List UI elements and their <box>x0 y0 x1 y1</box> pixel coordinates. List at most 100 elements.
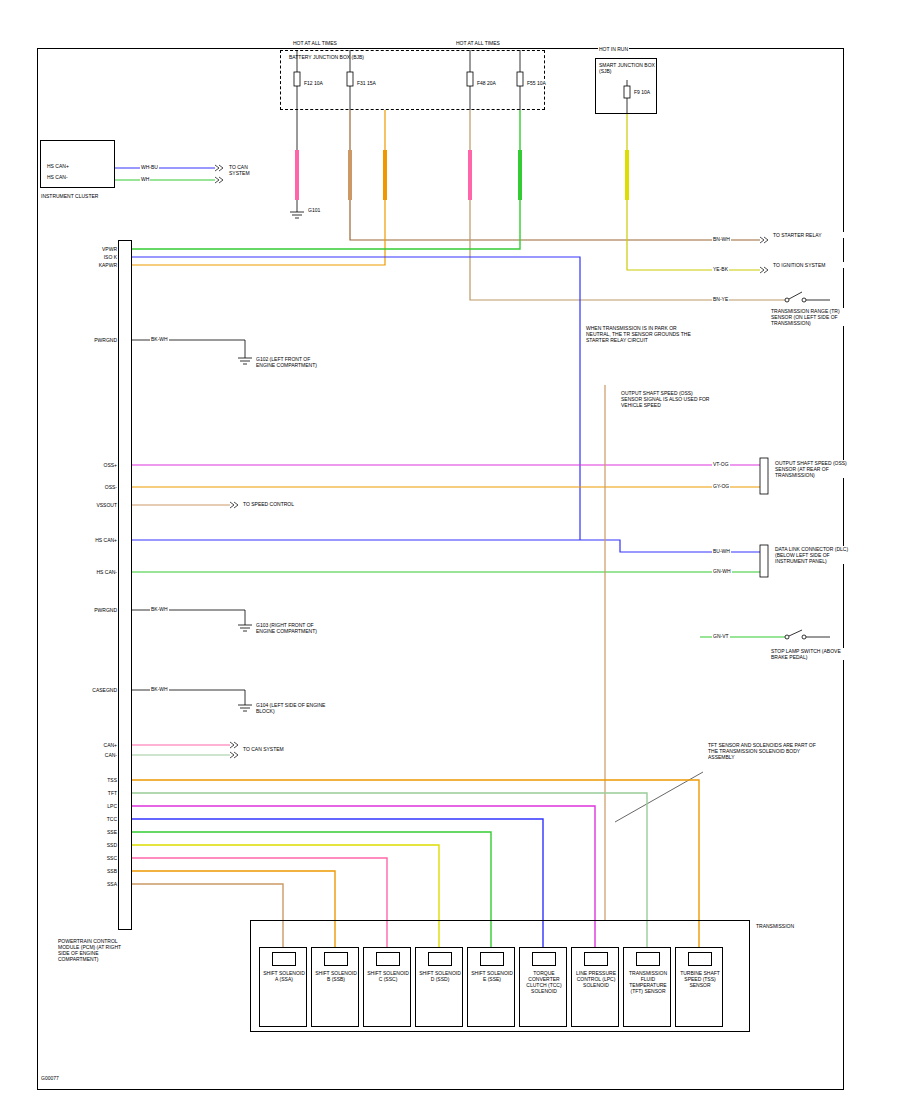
wire-label: TFT SENSOR AND SOLENOIDS ARE PART OF THE… <box>707 742 819 760</box>
wire-label: WH-BU <box>140 164 159 170</box>
symbol-outline <box>428 952 452 966</box>
wire-drawing <box>760 545 768 577</box>
wire-label: F31 15A <box>356 80 377 86</box>
pin-name: OSS- <box>78 484 118 490</box>
wire-label: BK-WH <box>150 606 169 612</box>
component-box: TRANSMISSION FLUID TEMPERATURE (TFT) SEN… <box>623 947 671 1027</box>
connector-chevrons <box>215 165 768 758</box>
symbol-outline <box>636 952 660 966</box>
wire-label: BK-WH <box>150 686 169 692</box>
node-label: SHIFT SOLENOID C (SSC) <box>365 970 411 982</box>
wire-label: STOP LAMP SWITCH (ABOVE BRAKE PEDAL) <box>770 648 857 660</box>
wire-drawing <box>789 292 802 299</box>
wire-drawing <box>802 298 806 302</box>
wire-label: F55 10A <box>526 80 547 86</box>
wire-drawing <box>132 754 230 755</box>
wire-label: TRANSMISSION RANGE (TR) SENSOR (ON LEFT … <box>770 308 862 326</box>
pin-name: VPWR <box>78 246 118 252</box>
wire-label: HS CAN- <box>46 174 69 180</box>
ground-symbols <box>238 212 304 711</box>
wire-label: TO STARTER RELAY <box>772 232 859 238</box>
symbol-outline <box>480 952 504 966</box>
wires <box>115 110 785 920</box>
node-label: TRANSMISSION FLUID TEMPERATURE (TFT) SEN… <box>625 970 671 994</box>
pin-name: PWRGND <box>78 337 118 343</box>
wire-drawing <box>132 744 230 745</box>
pin-name: SSC <box>78 855 118 861</box>
wire-connector <box>132 832 491 947</box>
wire-label: HOT AT ALL TIMES <box>292 40 338 46</box>
wire-drawing <box>470 110 785 300</box>
wire-connector <box>132 871 335 947</box>
sensor-connectors <box>760 458 768 577</box>
wire-drawing <box>785 635 789 639</box>
wire-drawing <box>468 150 472 200</box>
node-label: SMART JUNCTION BOX (SJB) <box>599 62 655 74</box>
wire-label: HOT IN RUN <box>598 46 629 52</box>
wire-label: TO CAN SYSTEM <box>228 164 270 176</box>
wire-label: G00077 <box>40 1075 60 1081</box>
wire-drawing <box>789 630 802 636</box>
pin-name: TFT <box>78 790 118 796</box>
wire-connector <box>132 845 439 947</box>
node-label: SHIFT SOLENOID D (SSD) <box>417 970 463 982</box>
wire-label: HOT AT ALL TIMES <box>455 40 501 46</box>
wire-connector <box>132 858 387 947</box>
wire-drawing <box>290 212 304 218</box>
wire-drawing <box>238 625 252 631</box>
wire-label: TO IGNITION SYSTEM <box>772 262 859 268</box>
wire-drawing <box>760 458 768 494</box>
wire-drawing <box>625 150 629 200</box>
symbol-outline <box>376 952 400 966</box>
pin-name: OSS+ <box>78 462 118 468</box>
wire-color-stubs <box>297 150 627 200</box>
wire-label: DATA LINK CONNECTOR (DLC) (BELOW LEFT SI… <box>774 546 861 564</box>
wire-label: BK-WH <box>150 336 169 342</box>
wire-label: BU-WH <box>712 548 731 554</box>
wire-label: F9 10A <box>633 89 651 95</box>
node-label: TURBINE SHAFT SPEED (TSS) SENSOR <box>677 970 723 988</box>
wire-drawing <box>238 358 252 364</box>
wire-drawing <box>350 110 760 240</box>
component-box: SHIFT SOLENOID D (SSD) <box>415 947 463 1027</box>
wire-label: VT-OG <box>712 461 730 467</box>
pin-name: CAN+ <box>78 742 118 748</box>
wire-drawing <box>760 237 768 243</box>
node-label: SHIFT SOLENOID A (SSA) <box>261 970 307 982</box>
pin-name: VSSOUT <box>78 502 118 508</box>
transmission-box: TRANSMISSIONSHIFT SOLENOID A (SSA)SHIFT … <box>250 920 750 1032</box>
wire-label: TO CAN SYSTEM <box>242 746 304 752</box>
wire-label: OUTPUT SHAFT SPEED (OSS) SENSOR (AT REAR… <box>774 460 861 478</box>
wire-drawing <box>215 165 223 171</box>
wire-drawing <box>295 150 299 200</box>
pin-name: SSB <box>78 868 118 874</box>
wire-drawing <box>230 752 238 758</box>
pin-name: SSD <box>78 842 118 848</box>
wire-drawing <box>230 742 238 748</box>
wire-label: G104 (LEFT SIDE OF ENGINE BLOCK) <box>255 702 327 714</box>
wire-label: G103 (RIGHT FRONT OF ENGINE COMPARTMENT) <box>255 622 327 634</box>
wire-drawing <box>517 72 523 86</box>
wire-drawing <box>383 150 387 200</box>
wire-label: G101 <box>307 207 321 213</box>
component-box: SHIFT SOLENOID E (SSE) <box>467 947 515 1027</box>
component-box: SHIFT SOLENOID C (SSC) <box>363 947 411 1027</box>
wire-label: TO SPEED CONTROL <box>242 501 304 507</box>
wire-drawing <box>132 540 760 552</box>
symbol-outline <box>688 952 712 966</box>
wire-label: GN-VT <box>712 633 730 639</box>
wire-connector <box>132 819 543 947</box>
pin-name: TCC <box>78 816 118 822</box>
wire-label: BN-WH <box>712 236 731 242</box>
wire-label: HS CAN+ <box>46 163 70 169</box>
wire-drawing <box>806 637 830 638</box>
component-box: SHIFT SOLENOID A (SSA) <box>259 947 307 1027</box>
symbol-outline <box>118 240 132 930</box>
wire-drawing <box>467 72 473 86</box>
wire-label: BN-YE <box>712 296 729 302</box>
pin-name: CAN- <box>78 752 118 758</box>
pin-name: HS CAN- <box>78 569 118 575</box>
